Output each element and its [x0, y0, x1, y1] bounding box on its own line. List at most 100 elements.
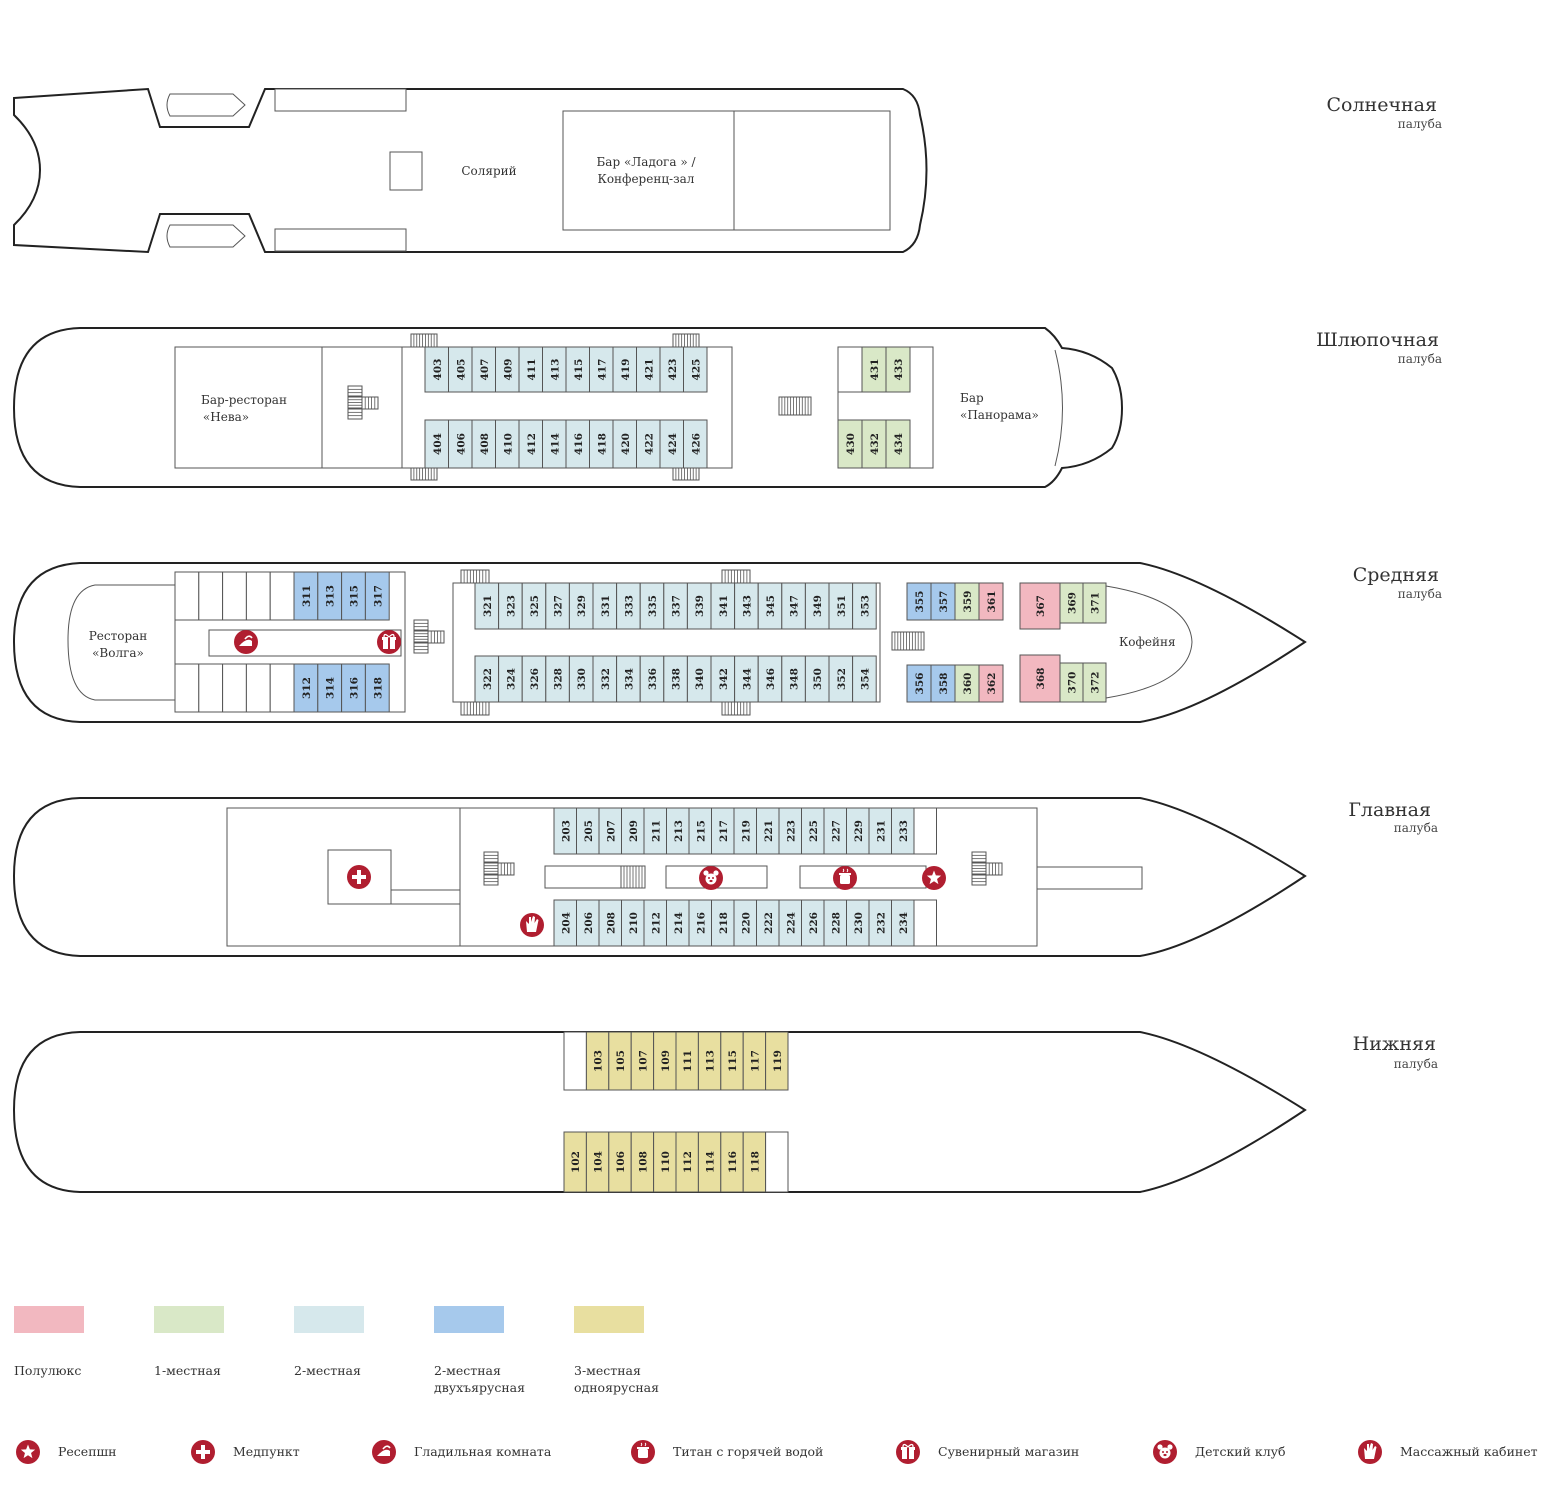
cabin-214[interactable]: 214 [666, 899, 690, 947]
cabin-342[interactable]: 342 [710, 655, 736, 703]
cabin-343[interactable]: 343 [734, 582, 759, 630]
cabin-344[interactable]: 344 [734, 655, 759, 703]
cabin-223[interactable]: 223 [778, 807, 802, 855]
cabin-426[interactable]: 426 [683, 419, 708, 469]
cabin-321[interactable]: 321 [474, 582, 500, 630]
cabin-105[interactable]: 105 [608, 1031, 632, 1091]
cabin-318[interactable]: 318 [364, 663, 390, 713]
cabin-408[interactable]: 408 [471, 419, 496, 469]
cabin-362[interactable]: 362 [978, 664, 1004, 703]
cabin-422[interactable]: 422 [636, 419, 661, 469]
cabin-324[interactable]: 324 [498, 655, 523, 703]
cabin-415[interactable]: 415 [565, 346, 590, 393]
cabin-359[interactable]: 359 [954, 582, 980, 621]
cabin-430[interactable]: 430 [837, 419, 863, 469]
cabin-352[interactable]: 352 [828, 655, 854, 703]
cabin-208[interactable]: 208 [598, 899, 622, 947]
cabin-111[interactable]: 111 [675, 1031, 699, 1091]
cabin-227[interactable]: 227 [823, 807, 847, 855]
cabin-337[interactable]: 337 [663, 582, 688, 630]
cabin-360[interactable]: 360 [954, 664, 980, 703]
cabin-332[interactable]: 332 [592, 655, 618, 703]
cabin-404[interactable]: 404 [424, 419, 449, 469]
cabin-356[interactable]: 356 [906, 664, 932, 703]
cabin-412[interactable]: 412 [518, 419, 543, 469]
cabin-355[interactable]: 355 [906, 582, 932, 621]
cabin-357[interactable]: 357 [930, 582, 956, 621]
cabin-313[interactable]: 313 [317, 571, 343, 621]
cabin-336[interactable]: 336 [639, 655, 665, 703]
cabin-108[interactable]: 108 [630, 1131, 655, 1193]
cabin-416[interactable]: 416 [565, 419, 590, 469]
cabin-434[interactable]: 434 [885, 419, 911, 469]
cabin-334[interactable]: 334 [616, 655, 641, 703]
cabin-226[interactable]: 226 [801, 899, 825, 947]
cabin-424[interactable]: 424 [659, 419, 684, 469]
cabin-369[interactable]: 369 [1059, 582, 1084, 624]
cabin-339[interactable]: 339 [686, 582, 712, 630]
cabin-406[interactable]: 406 [448, 419, 473, 469]
cabin-113[interactable]: 113 [697, 1031, 722, 1091]
cabin-207[interactable]: 207 [598, 807, 622, 855]
cabin-210[interactable]: 210 [621, 899, 645, 947]
cabin-420[interactable]: 420 [612, 419, 637, 469]
cabin-331[interactable]: 331 [592, 582, 618, 630]
cabin-370[interactable]: 370 [1059, 662, 1084, 703]
cabin-117[interactable]: 117 [742, 1031, 767, 1091]
cabin-220[interactable]: 220 [733, 899, 757, 947]
cabin-212[interactable]: 212 [643, 899, 667, 947]
cabin-314[interactable]: 314 [317, 663, 343, 713]
cabin-348[interactable]: 348 [781, 655, 806, 703]
cabin-216[interactable]: 216 [688, 899, 712, 947]
cabin-221[interactable]: 221 [756, 807, 780, 855]
cabin-109[interactable]: 109 [653, 1031, 677, 1091]
cabin-329[interactable]: 329 [568, 582, 594, 630]
cabin-405[interactable]: 405 [448, 346, 473, 393]
cabin-322[interactable]: 322 [474, 655, 500, 703]
cabin-211[interactable]: 211 [643, 807, 667, 855]
cabin-432[interactable]: 432 [861, 419, 887, 469]
cabin-368[interactable]: 368 [1019, 654, 1061, 703]
cabin-118[interactable]: 118 [742, 1131, 767, 1193]
cabin-215[interactable]: 215 [688, 807, 712, 855]
cabin-315[interactable]: 315 [341, 571, 366, 621]
cabin-413[interactable]: 413 [542, 346, 567, 393]
cabin-421[interactable]: 421 [636, 346, 661, 393]
cabin-346[interactable]: 346 [757, 655, 783, 703]
cabin-224[interactable]: 224 [778, 899, 802, 947]
cabin-349[interactable]: 349 [804, 582, 830, 630]
cabin-419[interactable]: 419 [612, 346, 637, 393]
cabin-205[interactable]: 205 [576, 807, 600, 855]
cabin-115[interactable]: 115 [720, 1031, 744, 1091]
cabin-347[interactable]: 347 [781, 582, 806, 630]
cabin-372[interactable]: 372 [1082, 662, 1107, 703]
cabin-417[interactable]: 417 [589, 346, 614, 393]
cabin-354[interactable]: 354 [852, 655, 877, 703]
cabin-209[interactable]: 209 [621, 807, 645, 855]
cabin-361[interactable]: 361 [978, 582, 1004, 621]
cabin-325[interactable]: 325 [521, 582, 547, 630]
cabin-407[interactable]: 407 [471, 346, 496, 393]
cabin-116[interactable]: 116 [720, 1131, 744, 1193]
cabin-311[interactable]: 311 [293, 571, 319, 621]
cabin-425[interactable]: 425 [683, 346, 708, 393]
cabin-338[interactable]: 338 [663, 655, 688, 703]
cabin-102[interactable]: 102 [563, 1131, 587, 1193]
cabin-330[interactable]: 330 [568, 655, 594, 703]
cabin-312[interactable]: 312 [293, 663, 319, 713]
cabin-411[interactable]: 411 [518, 346, 543, 393]
cabin-204[interactable]: 204 [553, 899, 577, 947]
cabin-206[interactable]: 206 [576, 899, 600, 947]
cabin-409[interactable]: 409 [495, 346, 520, 393]
cabin-345[interactable]: 345 [757, 582, 783, 630]
cabin-328[interactable]: 328 [545, 655, 570, 703]
cabin-340[interactable]: 340 [686, 655, 712, 703]
cabin-233[interactable]: 233 [891, 807, 915, 855]
cabin-213[interactable]: 213 [666, 807, 690, 855]
cabin-371[interactable]: 371 [1082, 582, 1107, 624]
cabin-119[interactable]: 119 [765, 1031, 789, 1091]
cabin-222[interactable]: 222 [756, 899, 780, 947]
cabin-112[interactable]: 112 [675, 1131, 699, 1193]
cabin-231[interactable]: 231 [868, 807, 892, 855]
cabin-217[interactable]: 217 [711, 807, 735, 855]
